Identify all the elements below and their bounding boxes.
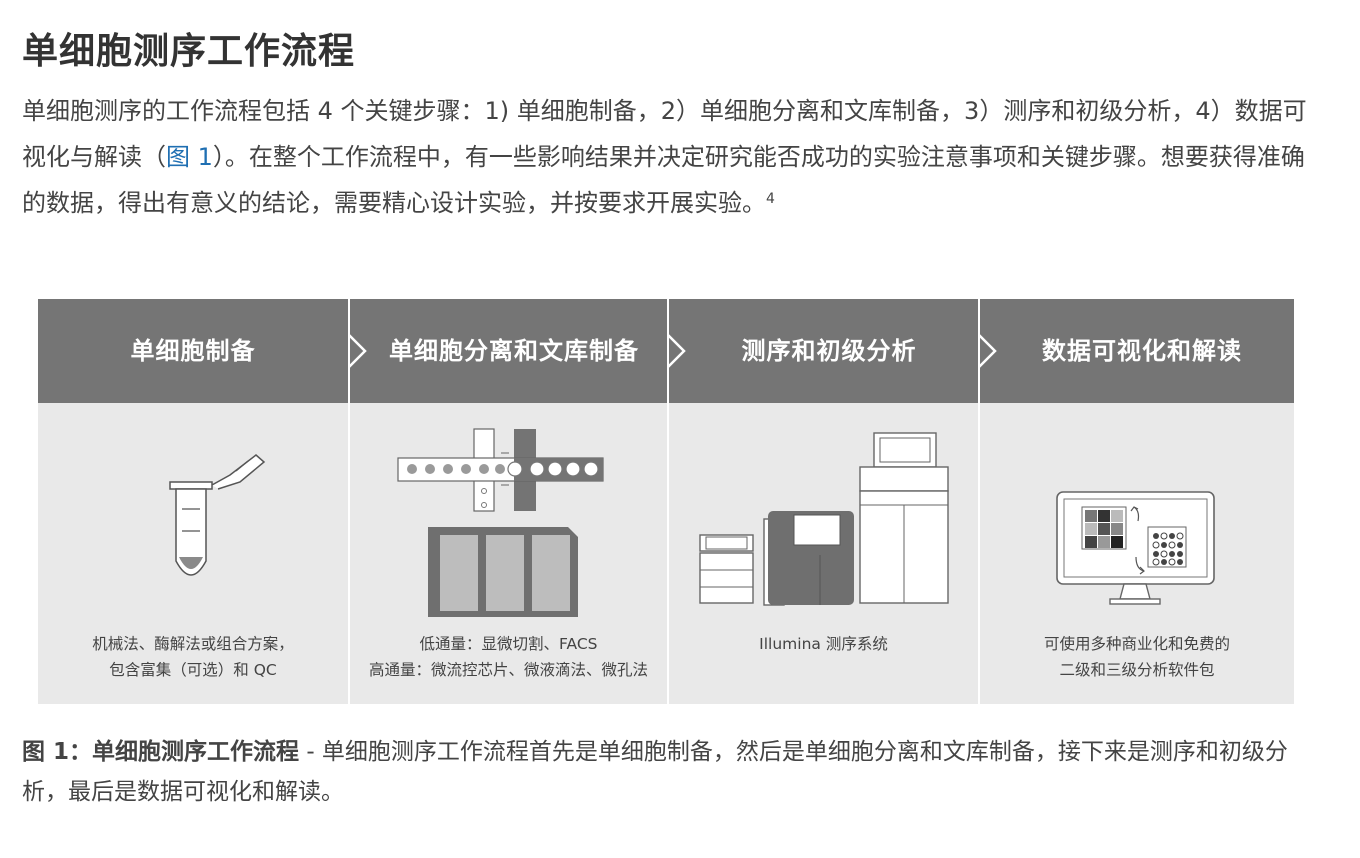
workflow-header-bar	[38, 299, 1294, 403]
intro-text-before: 单细胞测序的工作流程包括 4 个关键步骤：1) 单细胞制备，2）单细胞分离和文库…	[22, 97, 1307, 171]
intro-paragraph: 单细胞测序的工作流程包括 4 个关键步骤：1) 单细胞制备，2）单细胞分离和文库…	[22, 88, 1322, 226]
figure-caption: 图 1：单细胞测序工作流程 - 单细胞测序工作流程首先是单细胞制备，然后是单细胞…	[22, 732, 1322, 812]
microfluidic-chip-icon	[397, 428, 604, 617]
figure-caption-text: - 单细胞测序工作流程首先是单细胞制备，然后是单细胞分离和文库制备，接下来是测序…	[22, 739, 1288, 805]
caption-line: 机械法、酶解法或组合方案，	[92, 635, 294, 653]
workflow-diagram: 单细胞制备 单细胞分离和文库制备 测序和初级分析 数据可视化和解读	[38, 299, 1294, 704]
step-caption-sequencing: Illumina 测序系统	[669, 631, 978, 657]
caption-line: Illumina 测序系统	[759, 635, 888, 653]
chevron-right-icon	[667, 334, 686, 368]
column-divider	[348, 299, 350, 704]
step-title-isolation-library: 单细胞分离和文库制备	[389, 337, 639, 365]
caption-line: 低通量：显微切割、FACS	[419, 635, 598, 653]
caption-line: 高通量：微流控芯片、微液滴法、微孔法	[368, 661, 648, 679]
caption-line: 包含富集（可选）和 QC	[109, 661, 277, 679]
intro-text-after: ）。在整个工作流程中，有一些影响结果并决定研究能否成功的实验注意事项和关键步骤。…	[22, 143, 1305, 217]
sequencer-instruments-icon	[699, 432, 949, 606]
chevron-right-icon	[978, 334, 997, 368]
caption-line: 可使用多种商业化和免费的	[1043, 635, 1230, 653]
chevron-right-icon	[348, 334, 367, 368]
step-title-sequencing: 测序和初级分析	[741, 337, 917, 365]
step-caption-isolation-library: 低通量：显微切割、FACS 高通量：微流控芯片、微液滴法、微孔法	[350, 631, 667, 683]
step-title-visualization: 数据可视化和解读	[1042, 337, 1242, 365]
caption-line: 二级和三级分析软件包	[1059, 661, 1215, 679]
column-divider	[667, 299, 669, 704]
step-caption-sample-prep: 机械法、酶解法或组合方案， 包含富集（可选）和 QC	[38, 631, 348, 683]
figure-link[interactable]: 图 1	[166, 143, 213, 171]
page-title: 单细胞测序工作流程	[22, 31, 356, 72]
step-title-sample-prep: 单细胞制备	[130, 337, 256, 365]
column-divider	[978, 299, 980, 704]
microcentrifuge-tube-icon	[169, 454, 266, 576]
analysis-monitor-icon	[1056, 491, 1215, 605]
citation-superscript[interactable]: 4	[766, 191, 775, 207]
step-caption-visualization: 可使用多种商业化和免费的 二级和三级分析软件包	[980, 631, 1294, 683]
figure-caption-label: 图 1：单细胞测序工作流程	[22, 739, 300, 765]
